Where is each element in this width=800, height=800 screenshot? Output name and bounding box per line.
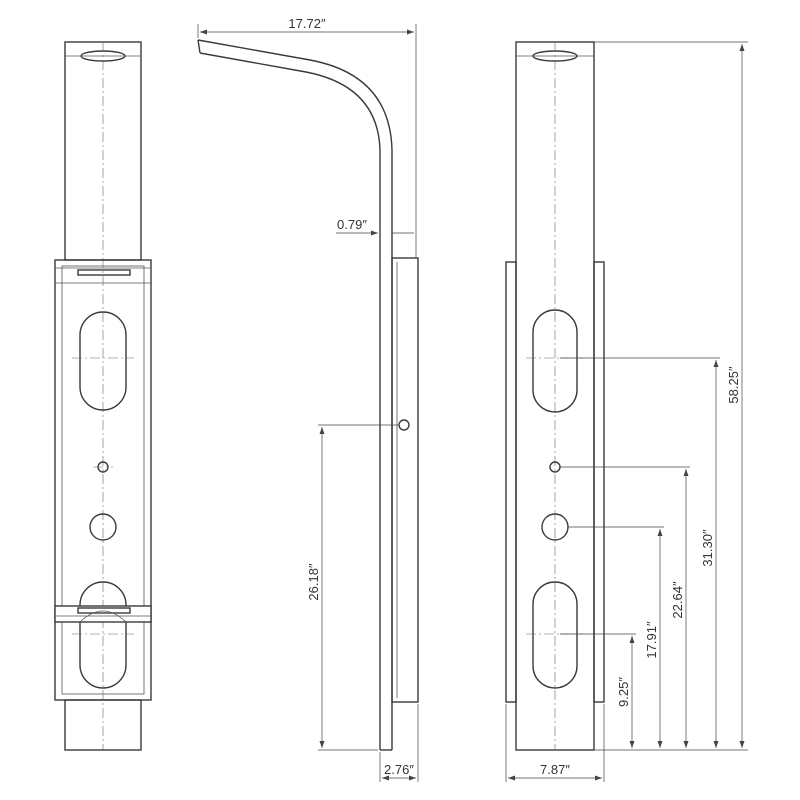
upper-clip bbox=[77, 269, 131, 276]
back-upper-slot bbox=[532, 309, 578, 413]
total-height-label: 58.25″ bbox=[726, 366, 741, 404]
upper-slot-height-label: 31.30″ bbox=[700, 529, 715, 567]
panel-side bbox=[391, 257, 419, 703]
right-flange bbox=[593, 261, 605, 703]
side-connection-hole bbox=[398, 419, 410, 431]
left-flange bbox=[505, 261, 517, 703]
back-view-right: 58.25″ 31.30″ 22.64″ 17.91″ 9.25″ 7.87″ bbox=[505, 41, 748, 782]
width-dimension-label: 7.87″ bbox=[540, 762, 570, 777]
spout-diameter-label: 0.79″ bbox=[337, 217, 367, 232]
lower-tube bbox=[64, 699, 142, 751]
depth-dimension-label: 2.76″ bbox=[384, 762, 414, 777]
small-hole-height-label: 22.64″ bbox=[670, 581, 685, 619]
back-lower-slot bbox=[532, 581, 578, 689]
reach-dimension-label: 17.72″ bbox=[288, 16, 326, 31]
side-view-middle: 17.72″ 0.79″ 26.18″ 2.76″ bbox=[197, 16, 419, 782]
lower-slot bbox=[79, 581, 127, 689]
upper-slot bbox=[79, 311, 127, 411]
front-view-left bbox=[54, 41, 152, 751]
large-hole bbox=[89, 513, 117, 541]
large-hole-height-label: 17.91″ bbox=[644, 621, 659, 659]
connection-height-label: 26.18″ bbox=[306, 563, 321, 601]
spout-arm-inner bbox=[199, 52, 381, 260]
spout-arm-outer bbox=[197, 39, 393, 750]
lower-slot-height-label: 9.25″ bbox=[616, 677, 631, 707]
